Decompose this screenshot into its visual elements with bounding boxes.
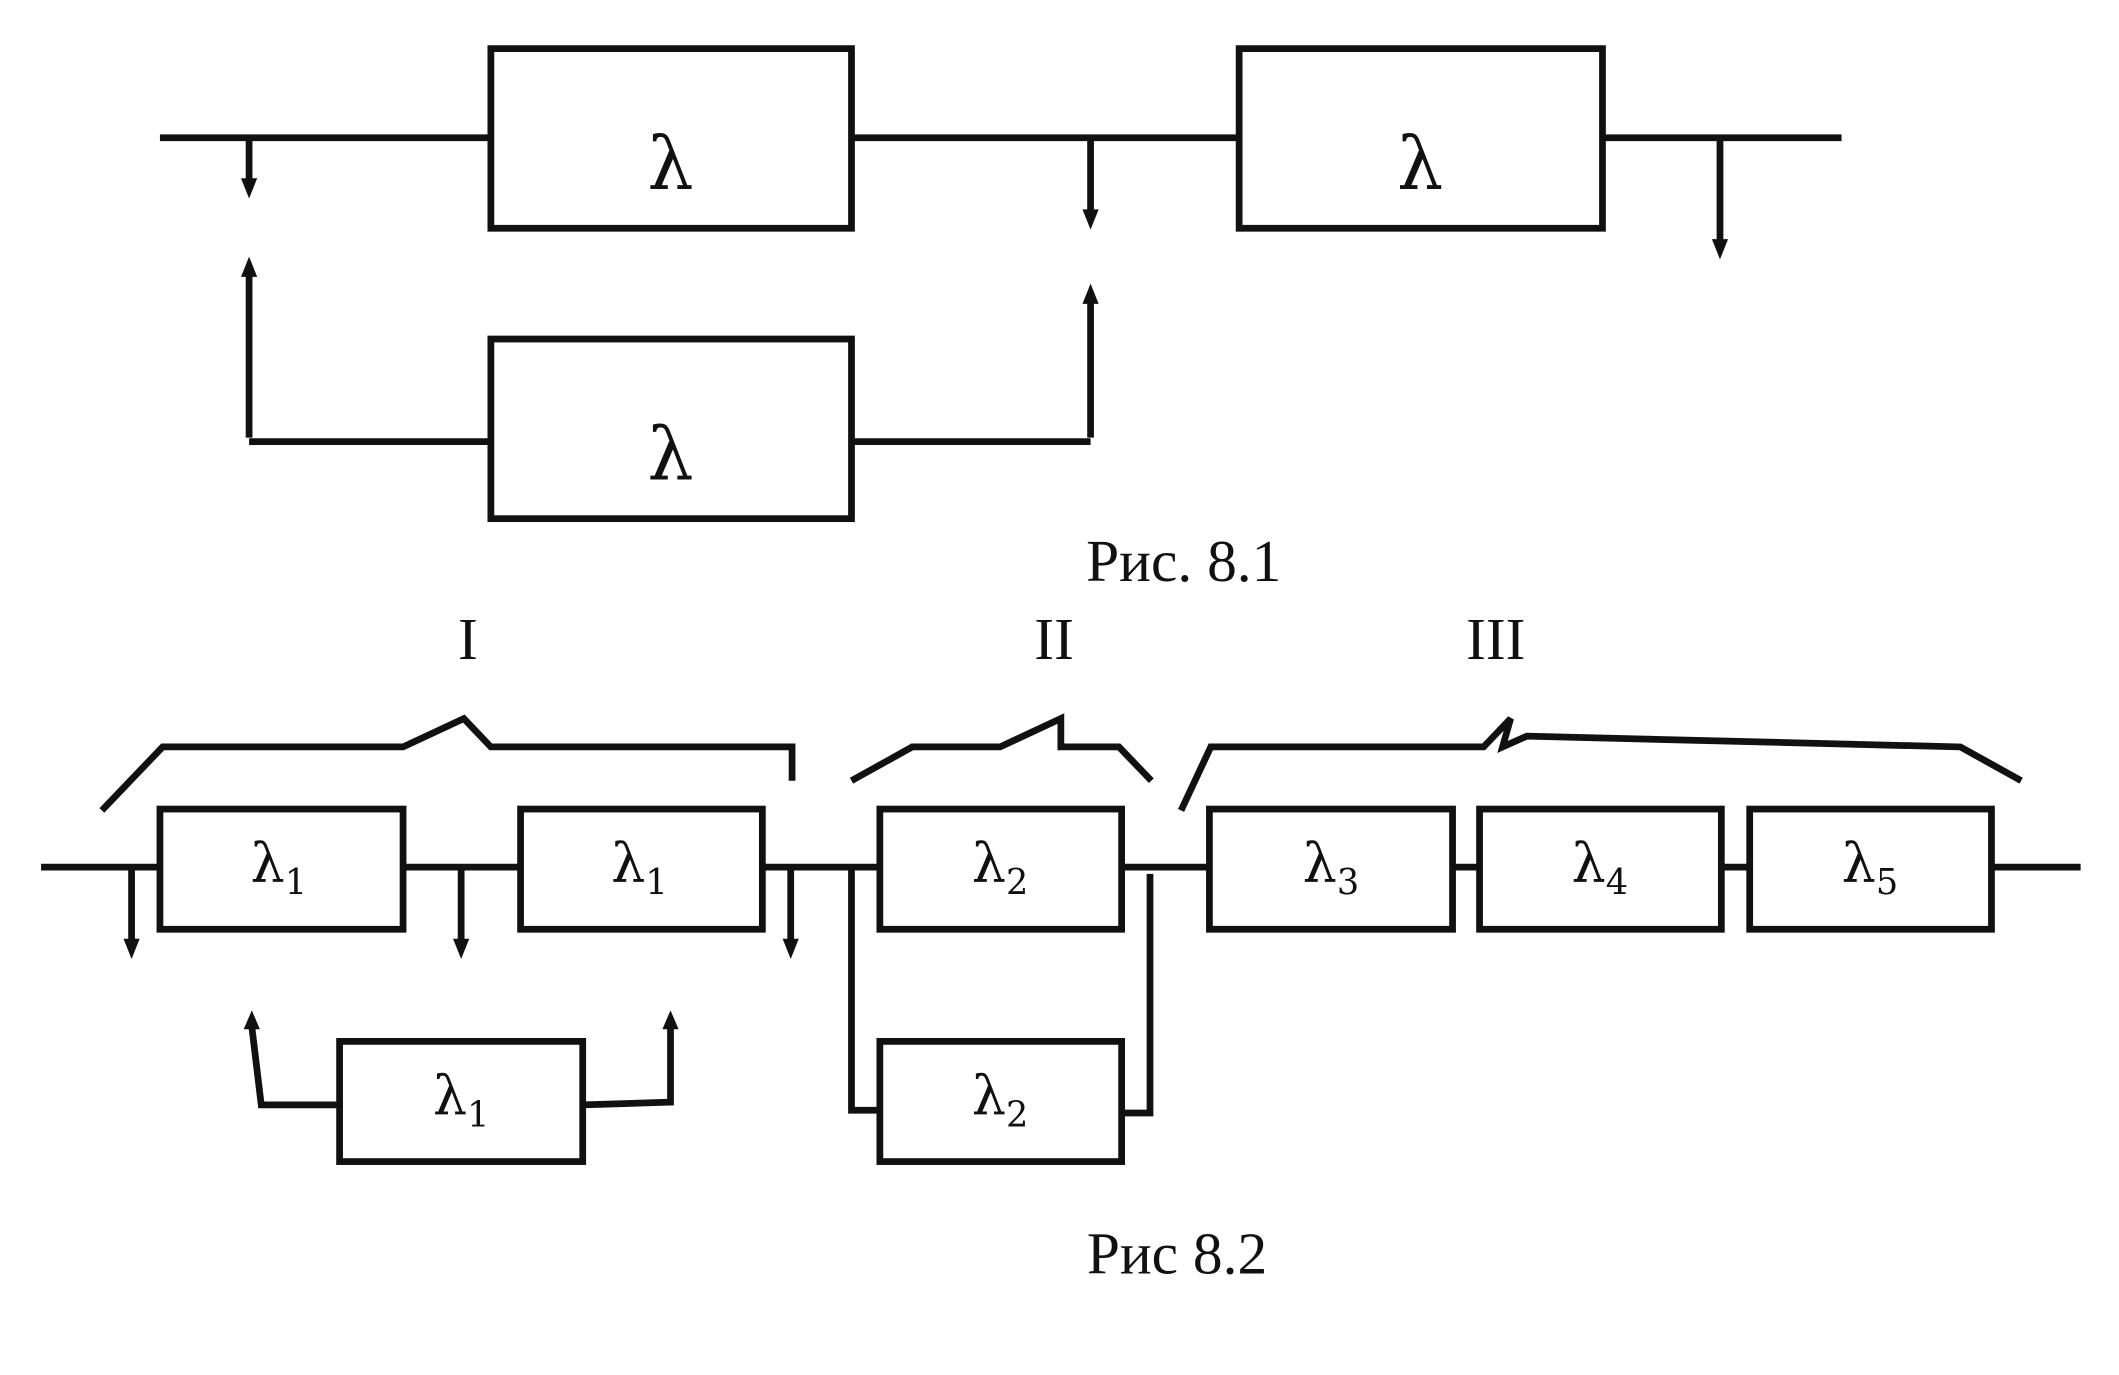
block-symbol: λ bbox=[647, 122, 693, 207]
block-symbol: λ bbox=[1571, 832, 1605, 895]
block-symbol: λ bbox=[972, 1064, 1006, 1127]
group-brace bbox=[1178, 716, 2023, 812]
element-block: λ2 bbox=[876, 805, 1126, 933]
svg-text:λ2: λ2 bbox=[972, 832, 1029, 903]
group-label: III bbox=[1466, 606, 1525, 672]
switch-arrow-down bbox=[782, 867, 799, 959]
group-label: I bbox=[458, 606, 478, 672]
block-symbol: λ bbox=[611, 832, 645, 895]
switch-arrow-down bbox=[1082, 137, 1099, 230]
svg-text:λ3: λ3 bbox=[1303, 832, 1360, 903]
svg-text:λ2: λ2 bbox=[972, 1064, 1029, 1135]
block-subscript: 2 bbox=[1006, 862, 1028, 903]
block-symbol: λ bbox=[647, 412, 693, 497]
figure-8-2: I II III bbox=[41, 606, 2081, 1287]
block-subscript: 3 bbox=[1337, 862, 1359, 903]
svg-text:λ: λ bbox=[647, 412, 693, 497]
figure-caption: Рис 8.2 bbox=[1087, 1221, 1267, 1287]
svg-text:λ5: λ5 bbox=[1842, 832, 1899, 903]
svg-text:λ: λ bbox=[647, 122, 693, 207]
block-subscript: 1 bbox=[285, 862, 307, 903]
block-subscript: 5 bbox=[1876, 862, 1898, 903]
group-brace bbox=[849, 713, 1154, 784]
svg-text:λ1: λ1 bbox=[611, 832, 668, 903]
reserve-element-block: λ1 bbox=[336, 1038, 587, 1165]
parallel-element-block: λ2 bbox=[876, 1038, 1126, 1165]
block-symbol: λ bbox=[972, 832, 1006, 895]
switch-arrow-down bbox=[123, 867, 140, 959]
svg-text:λ4: λ4 bbox=[1571, 832, 1628, 903]
element-block: λ5 bbox=[1746, 805, 1995, 933]
switch-arrow-down bbox=[1711, 137, 1729, 260]
svg-text:λ1: λ1 bbox=[433, 1064, 490, 1135]
block-symbol: λ bbox=[433, 1064, 467, 1127]
figure-caption: Рис. 8.1 bbox=[1086, 528, 1281, 594]
figure-8-1: λ λ λ Рис. 8.1 bbox=[159, 45, 1842, 594]
element-block: λ4 bbox=[1476, 805, 1725, 933]
block-subscript: 1 bbox=[467, 1094, 489, 1135]
block-subscript: 1 bbox=[645, 862, 667, 903]
group-label: II bbox=[1034, 606, 1074, 672]
svg-text:λ1: λ1 bbox=[251, 832, 308, 903]
switch-arrow-down bbox=[453, 867, 470, 959]
block-symbol: λ bbox=[1303, 832, 1337, 895]
svg-text:λ: λ bbox=[1397, 122, 1443, 207]
switch-arrow-down bbox=[240, 137, 258, 199]
block-subscript: 4 bbox=[1606, 862, 1628, 903]
element-block: λ bbox=[487, 45, 855, 232]
group-brace bbox=[99, 714, 796, 813]
block-subscript: 2 bbox=[1006, 1094, 1028, 1135]
reserve-branch bbox=[240, 256, 1099, 446]
reserve-element-block: λ bbox=[487, 335, 855, 523]
element-block: λ1 bbox=[517, 805, 766, 933]
block-symbol: λ bbox=[251, 832, 285, 895]
parallel-branch bbox=[848, 867, 1154, 1117]
reserve-branch bbox=[243, 1010, 679, 1109]
element-block: λ3 bbox=[1206, 805, 1456, 933]
block-symbol: λ bbox=[1397, 122, 1443, 207]
block-symbol: λ bbox=[1842, 832, 1876, 895]
element-block: λ1 bbox=[156, 805, 407, 933]
element-block: λ bbox=[1235, 45, 1606, 232]
